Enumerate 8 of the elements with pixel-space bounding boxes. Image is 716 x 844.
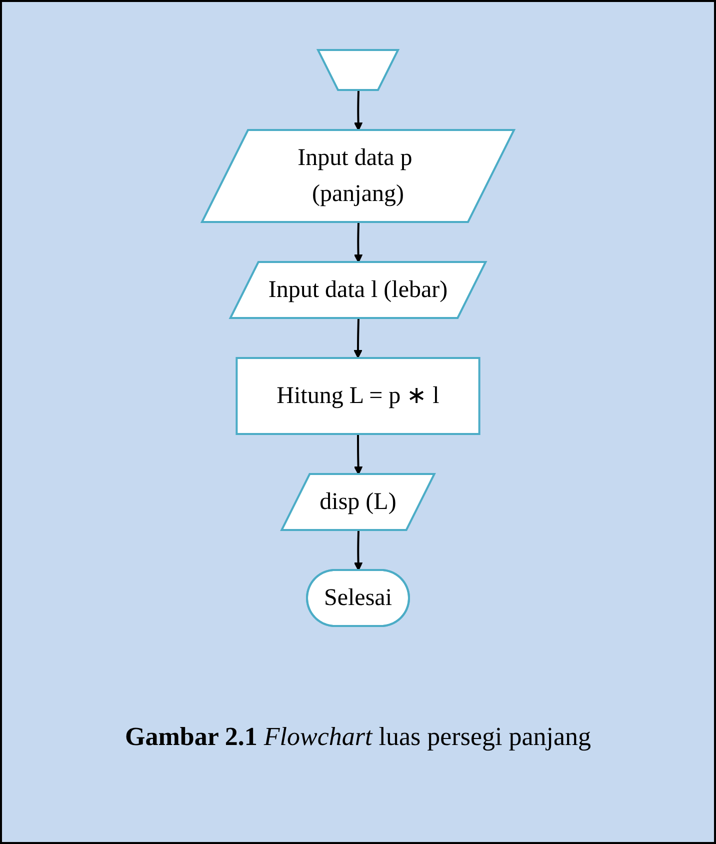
- arrow: [354, 530, 363, 571]
- arrow: [354, 222, 363, 263]
- node-box: Hitung L = p ∗ l: [236, 357, 480, 435]
- arrow: [354, 90, 363, 131]
- node-pentagon: [316, 49, 400, 91]
- arrow: [354, 318, 362, 358]
- arrow: [354, 434, 363, 475]
- figure-caption: Gambar 2.1 Flowchart luas persegi panjang: [124, 722, 592, 752]
